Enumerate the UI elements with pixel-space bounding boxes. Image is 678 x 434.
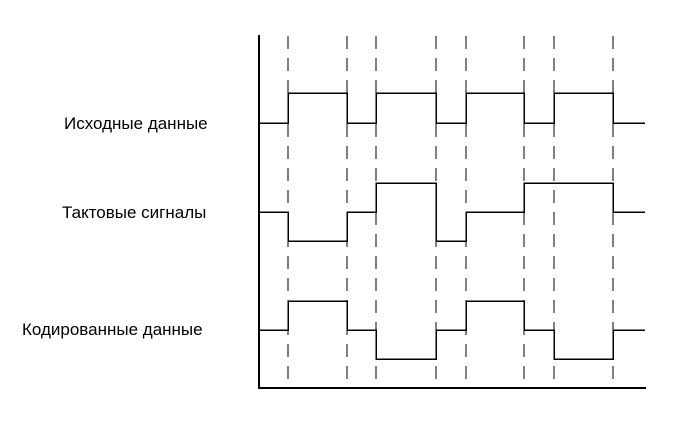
- waveform-coded-data: [258, 300, 645, 360]
- axis-layer: [257, 35, 646, 390]
- signal-label-coded-data: Кодированные данные: [22, 320, 203, 339]
- waveform-layer: [258, 92, 645, 360]
- signal-label-clock-signals: Тактовые сигналы: [62, 203, 207, 222]
- waveform-clock-signals: [258, 182, 645, 242]
- signal-label-source-data: Исходные данные: [64, 114, 208, 133]
- grid-layer: [287, 36, 614, 388]
- waveform-source-data: [258, 92, 645, 124]
